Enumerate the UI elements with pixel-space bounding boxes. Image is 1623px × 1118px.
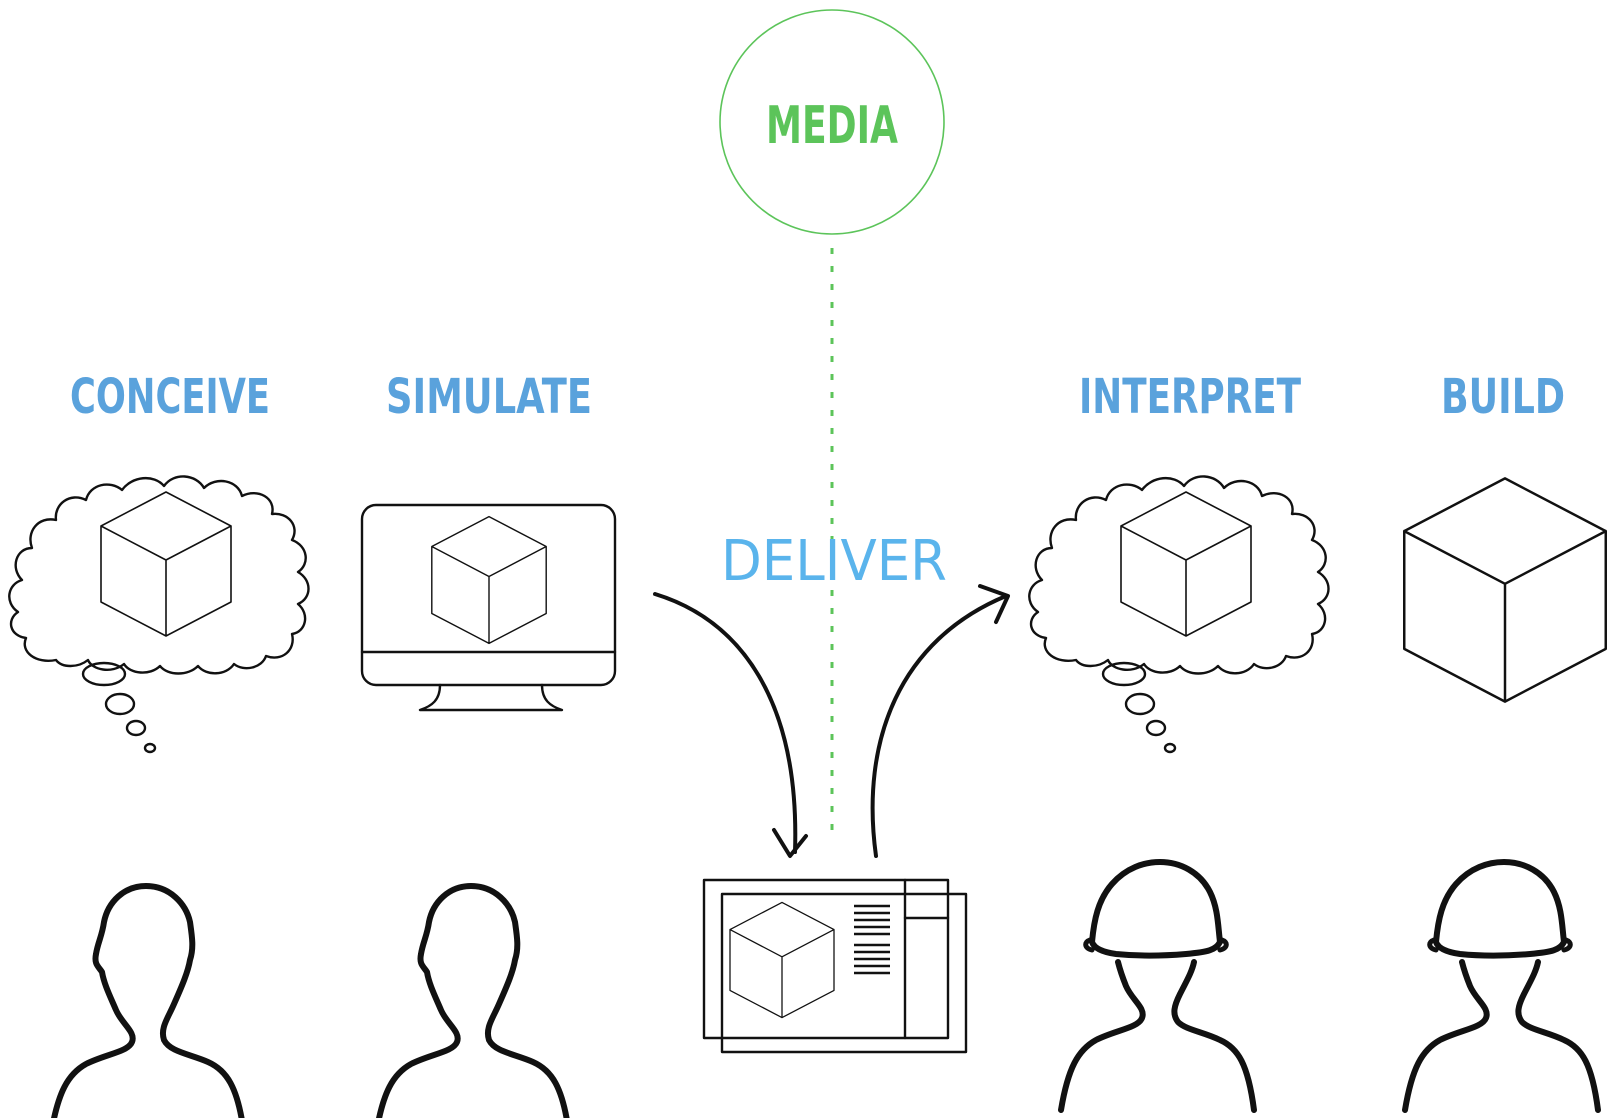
engineer-person-icon <box>376 886 569 1118</box>
media-label: MEDIA <box>766 96 898 156</box>
interpret-thought-cloud-icon <box>1028 475 1330 754</box>
stage-label-simulate: SIMULATE <box>386 369 592 425</box>
contractor-hardhat-icon <box>1061 862 1254 1110</box>
deliver-label: DELIVER <box>721 529 947 594</box>
drawing-sheets-icon <box>702 878 968 1054</box>
simulate-monitor-icon <box>360 503 617 712</box>
designer-person-icon <box>51 886 244 1118</box>
stage-label-conceive: CONCEIVE <box>70 369 270 425</box>
media-circle <box>719 9 945 235</box>
build-cube-icon <box>1403 477 1607 703</box>
conceive-thought-cloud-icon <box>8 475 310 754</box>
deliver-arrow-down-icon <box>653 592 808 858</box>
stage-label-interpret: INTERPRET <box>1079 369 1301 425</box>
stage-label-build: BUILD <box>1441 369 1565 425</box>
builder-hardhat-icon <box>1405 862 1598 1110</box>
deliver-arrow-up-icon <box>870 584 1010 858</box>
